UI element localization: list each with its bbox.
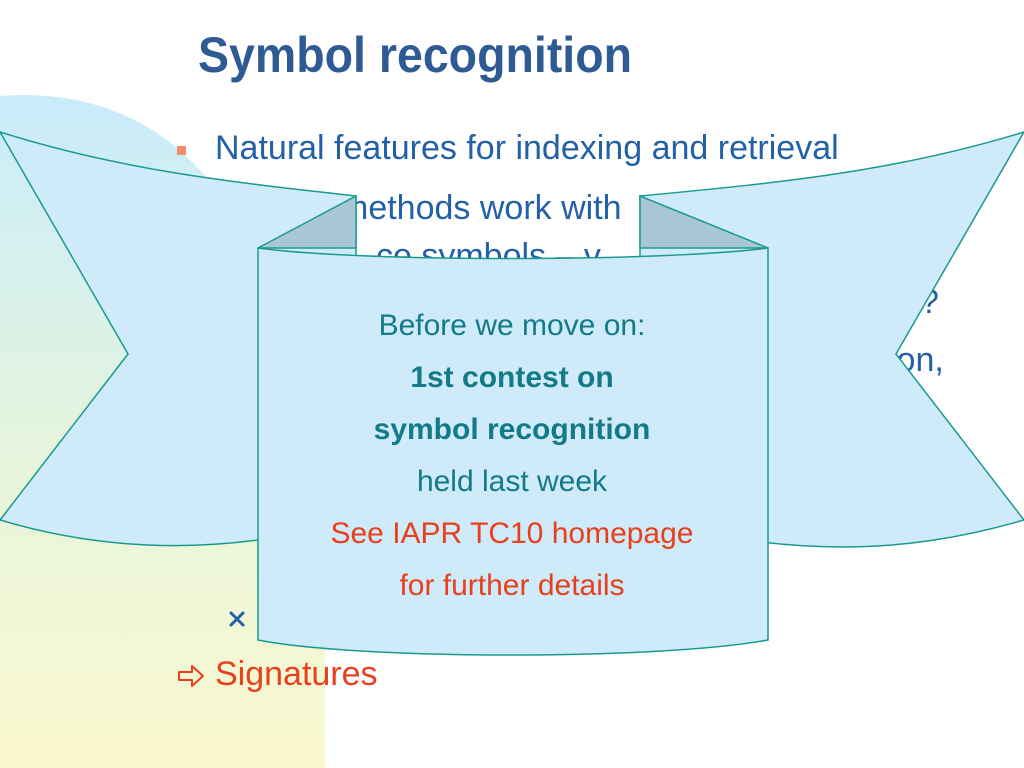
banner-line-intro: Before we move on: [378,309,646,342]
bullet-text-2: methods work with [340,189,622,227]
banner-center-panel [257,247,769,656]
page-title: Symbol recognition [198,27,633,83]
bullet-text-1: Natural features for indexing and retrie… [215,129,839,167]
banner-message: Before we move on: 1st contest on symbol… [258,300,766,612]
banner-line-when: held last week [416,465,608,498]
bullet-square-icon [177,146,186,155]
arrow-bullet-icon [178,665,204,687]
banner-line-details: for further details [399,569,625,602]
banner-line-homepage: See IAPR TC10 homepage [330,517,694,550]
banner-right-fold [639,194,769,249]
banner-line-contest: 1st contest on [410,361,614,394]
signatures-item: Signatures [215,655,378,693]
bullet-cross-icon [229,611,245,627]
banner-left-fold [257,194,357,249]
banner-line-topic: symbol recognition [373,413,651,446]
